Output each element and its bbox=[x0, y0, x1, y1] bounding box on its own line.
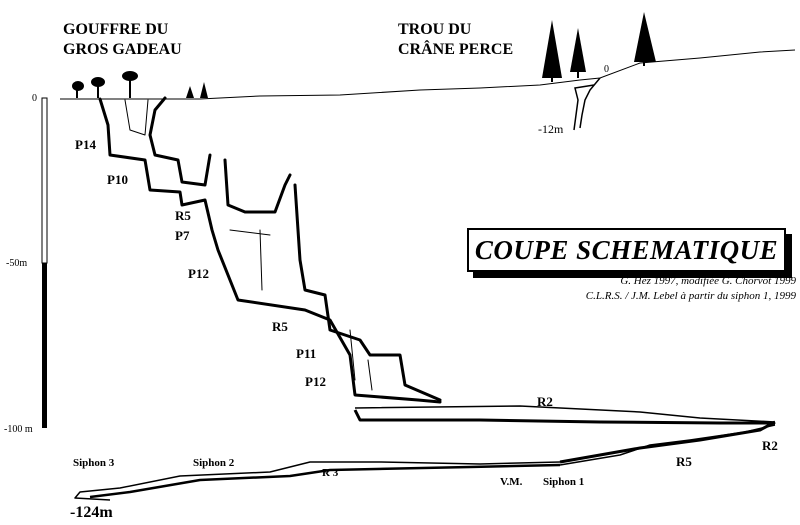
depth-scale-bar bbox=[41, 97, 48, 428]
crane-perce-shaft bbox=[573, 77, 601, 131]
pitch-label: R5 bbox=[272, 319, 288, 334]
title-box: COUPE SCHEMATIQUE bbox=[467, 228, 786, 272]
gallery-label-r2-right: R2 bbox=[762, 438, 778, 453]
scale-mid-label: -50m bbox=[6, 258, 28, 269]
lower-gallery bbox=[74, 405, 776, 501]
entrance-left-name: GOUFFRE DU GROS GADEAU bbox=[63, 21, 182, 58]
pitch-label: P12 bbox=[188, 266, 209, 281]
gallery-label-siphon3: Siphon 3 bbox=[73, 457, 115, 469]
scale-zero-label: 0 bbox=[32, 93, 37, 104]
deepest-depth-label: -124m bbox=[70, 504, 113, 521]
entrance-right-name: TROU DU CRÂNE PERCE bbox=[398, 21, 514, 58]
diagram-title: COUPE SCHEMATIQUE bbox=[474, 234, 779, 265]
pitch-label: P14 bbox=[75, 137, 96, 152]
pitch-label: P10 bbox=[107, 172, 128, 187]
main-shaft bbox=[98, 96, 442, 404]
gallery-label-r3: R 3 bbox=[322, 467, 339, 479]
gallery-label-r5: R5 bbox=[676, 454, 692, 469]
right-depth-label: -12m bbox=[538, 122, 564, 136]
pitch-label: P7 bbox=[175, 228, 190, 243]
gallery-label-vm: V.M. bbox=[500, 476, 523, 488]
trees-right-icon bbox=[542, 12, 656, 82]
credit-line-1: G. Hez 1997, modifiée G. Chorvot 1999 bbox=[620, 275, 796, 287]
ground-surface bbox=[60, 49, 796, 100]
gallery-label-r2-top: R2 bbox=[537, 394, 553, 409]
pitch-label: P11 bbox=[296, 346, 317, 361]
pitch-label: R5 bbox=[175, 208, 191, 223]
scale-bottom-label: -100 m bbox=[4, 424, 33, 435]
gallery-label-siphon1: Siphon 1 bbox=[543, 476, 585, 488]
gallery-label-siphon2: Siphon 2 bbox=[193, 457, 235, 469]
credit-line-2: C.L.R.S. / J.M. Lebel à partir du siphon… bbox=[585, 290, 796, 302]
right-zero-label: 0 bbox=[604, 64, 609, 75]
trees-left-icon bbox=[72, 71, 208, 98]
pitch-label: P12 bbox=[305, 374, 326, 389]
